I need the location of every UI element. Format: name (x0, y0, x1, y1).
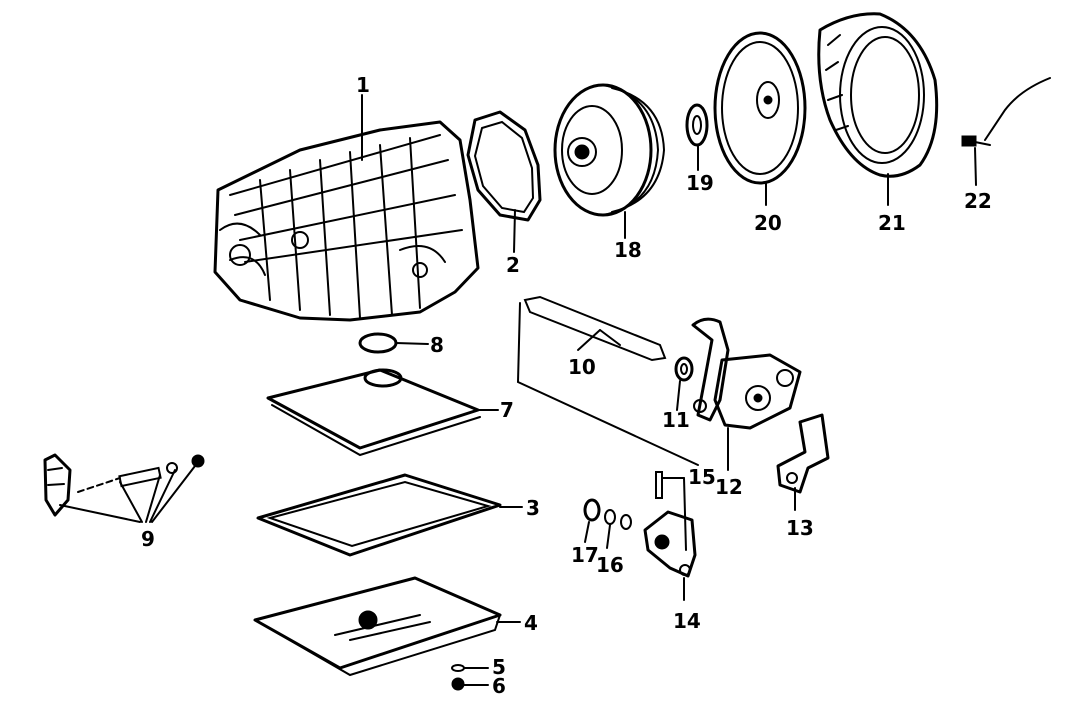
callout-10: 10 (568, 355, 596, 379)
part-2-gasket (466, 110, 542, 253)
callout-11: 11 (662, 408, 690, 432)
part-13-bracket (776, 413, 830, 511)
part-5-washer (451, 664, 489, 672)
part-21-converter-housing (817, 12, 939, 206)
part-20-flexplate (713, 31, 807, 206)
callout-19: 19 (686, 171, 714, 195)
part-9-cooler-fittings (43, 453, 205, 523)
part-19-seal (685, 103, 709, 171)
callout-21: 21 (878, 211, 906, 235)
callout-22: 22 (964, 189, 992, 213)
callout-18: 18 (614, 238, 642, 262)
part-6-drain-plug (451, 677, 489, 691)
callout-16: 16 (596, 553, 624, 577)
callout-1: 1 (356, 73, 370, 97)
part-22-sensor (961, 77, 1051, 186)
callout-6: 6 (492, 674, 506, 698)
part-3-pan-gasket (256, 473, 523, 557)
part-16-seal (604, 509, 632, 549)
part-18-torque-converter (553, 83, 666, 239)
callout-9: 9 (141, 527, 155, 551)
callout-2: 2 (506, 253, 520, 277)
part-1-transmission-case (213, 94, 480, 322)
part-4-oil-pan (253, 576, 521, 677)
callout-20: 20 (754, 211, 782, 235)
callout-12: 12 (715, 475, 743, 499)
part-10-manual-shaft (516, 295, 699, 466)
part-7-filter (266, 368, 499, 457)
callout-4: 4 (524, 611, 538, 635)
callout-3: 3 (526, 496, 540, 520)
part-15-pin (655, 471, 687, 551)
callout-15: 15 (688, 465, 716, 489)
part-12-switch-assembly (691, 317, 802, 471)
callout-17: 17 (571, 543, 599, 567)
callout-14: 14 (673, 609, 701, 633)
callout-8: 8 (430, 333, 444, 357)
callout-5: 5 (492, 655, 506, 679)
part-11-shaft-seal (674, 356, 694, 411)
part-14-detent-lever (643, 510, 697, 601)
part-8-o-ring (358, 332, 429, 354)
callout-13: 13 (786, 516, 814, 540)
callout-7: 7 (500, 398, 514, 422)
part-17-seal (583, 498, 601, 543)
